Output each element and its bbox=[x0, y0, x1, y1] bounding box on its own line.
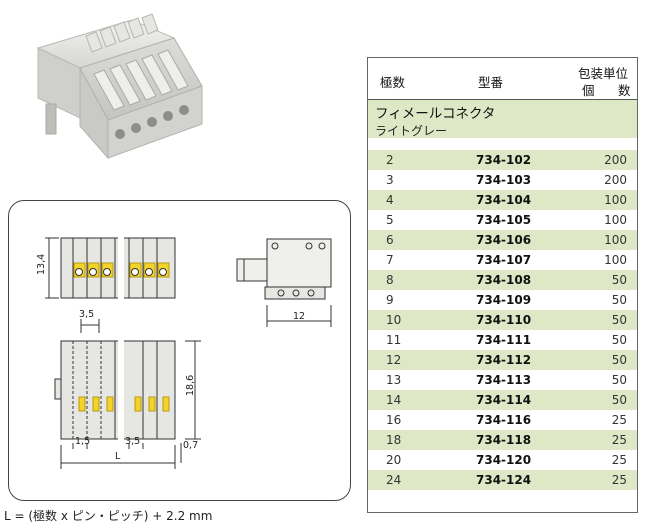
cell-qty: 50 bbox=[611, 373, 627, 387]
table-row: 9 734-109 50 bbox=[368, 290, 637, 310]
cell-type: 734-103 bbox=[476, 173, 532, 187]
technical-drawing-panel: 13,4 12 3,5 18,6 1,5 3,5 0,7 L bbox=[8, 200, 351, 501]
cell-poles: 2 bbox=[386, 153, 394, 167]
table-row: 8 734-108 50 bbox=[368, 270, 637, 290]
spacer-row bbox=[368, 138, 637, 150]
cell-qty: 50 bbox=[611, 333, 627, 347]
cell-type: 734-108 bbox=[476, 273, 532, 287]
connector-photo bbox=[36, 13, 203, 160]
cell-poles: 16 bbox=[386, 413, 402, 427]
cell-type: 734-109 bbox=[476, 293, 532, 307]
header-pack-ko: 個 bbox=[582, 83, 595, 98]
cell-type: 734-111 bbox=[476, 333, 532, 347]
cell-qty: 100 bbox=[604, 253, 627, 267]
table-row: 11 734-111 50 bbox=[368, 330, 637, 350]
cell-qty: 25 bbox=[611, 413, 627, 427]
cell-qty: 25 bbox=[611, 433, 627, 447]
cell-type: 734-112 bbox=[476, 353, 532, 367]
cell-type: 734-104 bbox=[476, 193, 532, 207]
dim-width-side: 12 bbox=[293, 311, 305, 322]
cell-poles: 6 bbox=[386, 233, 394, 247]
cell-type: 734-107 bbox=[476, 253, 532, 267]
cell-type: 734-114 bbox=[476, 393, 532, 407]
dim-offset-right: 0,7 bbox=[183, 440, 198, 451]
table-row: 6 734-106 100 bbox=[368, 230, 637, 250]
table-row: 14 734-114 50 bbox=[368, 390, 637, 410]
table-row: 18 734-118 25 bbox=[368, 430, 637, 450]
cell-type: 734-110 bbox=[476, 313, 532, 327]
dimension-drawing: 13,4 12 3,5 18,6 1,5 3,5 0,7 L bbox=[36, 231, 332, 469]
table-row: 2 734-102 200 bbox=[368, 150, 637, 170]
cell-type: 734-102 bbox=[476, 153, 532, 167]
table-row: 5 734-105 100 bbox=[368, 210, 637, 230]
section-band bbox=[368, 100, 637, 138]
cell-type: 734-105 bbox=[476, 213, 532, 227]
table-row: 10 734-110 50 bbox=[368, 310, 637, 330]
dim-length: L bbox=[115, 451, 121, 462]
cell-poles: 20 bbox=[386, 453, 402, 467]
cell-qty: 100 bbox=[604, 193, 627, 207]
cell-poles: 18 bbox=[386, 433, 402, 447]
cell-qty: 100 bbox=[604, 213, 627, 227]
cell-type: 734-118 bbox=[476, 433, 532, 447]
cell-poles: 24 bbox=[386, 473, 402, 487]
cell-type: 734-124 bbox=[476, 473, 532, 487]
cell-poles: 13 bbox=[386, 373, 402, 387]
product-table: 極数 型番 包装単位 個 数 フィメールコネクタ ライトグレー 2 734-102… bbox=[367, 57, 638, 513]
cell-poles: 3 bbox=[386, 173, 394, 187]
cell-poles: 11 bbox=[386, 333, 402, 347]
header-pack-unit: 包装単位 bbox=[578, 66, 629, 81]
cell-poles: 4 bbox=[386, 193, 394, 207]
cell-qty: 200 bbox=[604, 173, 627, 187]
table-row: 13 734-113 50 bbox=[368, 370, 637, 390]
header-type: 型番 bbox=[478, 75, 504, 90]
cell-poles: 7 bbox=[386, 253, 394, 267]
cell-qty: 100 bbox=[604, 233, 627, 247]
table-row: 3 734-103 200 bbox=[368, 170, 637, 190]
header-pack-suu: 数 bbox=[618, 83, 631, 98]
cell-qty: 50 bbox=[611, 353, 627, 367]
dim-height-bottom: 18,6 bbox=[185, 375, 196, 396]
cell-qty: 50 bbox=[611, 393, 627, 407]
dim-pitch-bottom: 3,5 bbox=[125, 436, 140, 447]
table-row: 7 734-107 100 bbox=[368, 250, 637, 270]
cell-poles: 12 bbox=[386, 353, 402, 367]
cell-qty: 25 bbox=[611, 473, 627, 487]
cell-poles: 14 bbox=[386, 393, 402, 407]
dim-pitch-left: 1,5 bbox=[75, 436, 90, 447]
table-row: 12 734-112 50 bbox=[368, 350, 637, 370]
length-formula: L = (極数 x ピン・ピッチ) + 2.2 mm bbox=[4, 509, 213, 523]
dim-height-top: 13,4 bbox=[36, 254, 47, 275]
cell-qty: 25 bbox=[611, 453, 627, 467]
table-body: 2 734-102 200 3 734-103 200 4 734-104 100 5 734-10… bbox=[368, 138, 637, 490]
cell-poles: 8 bbox=[386, 273, 394, 287]
cell-poles: 5 bbox=[386, 213, 394, 227]
cell-type: 734-120 bbox=[476, 453, 532, 467]
cell-type: 734-116 bbox=[476, 413, 532, 427]
header-divider bbox=[368, 99, 637, 100]
cell-qty: 50 bbox=[611, 273, 627, 287]
table-row: 4 734-104 100 bbox=[368, 190, 637, 210]
cell-type: 734-113 bbox=[476, 373, 532, 387]
dim-pitch-top: 3,5 bbox=[79, 309, 94, 320]
section-subtitle: ライトグレー bbox=[375, 124, 448, 138]
cell-qty: 50 bbox=[611, 313, 627, 327]
section-title: フィメールコネクタ bbox=[375, 106, 496, 122]
cell-poles: 9 bbox=[386, 293, 394, 307]
table-row: 16 734-116 25 bbox=[368, 410, 637, 430]
table-row: 20 734-120 25 bbox=[368, 450, 637, 470]
cell-type: 734-106 bbox=[476, 233, 532, 247]
cell-qty: 50 bbox=[611, 293, 627, 307]
cell-poles: 10 bbox=[386, 313, 402, 327]
table-row: 24 734-124 25 bbox=[368, 470, 637, 490]
header-poles: 極数 bbox=[380, 75, 406, 90]
cell-qty: 200 bbox=[604, 153, 627, 167]
